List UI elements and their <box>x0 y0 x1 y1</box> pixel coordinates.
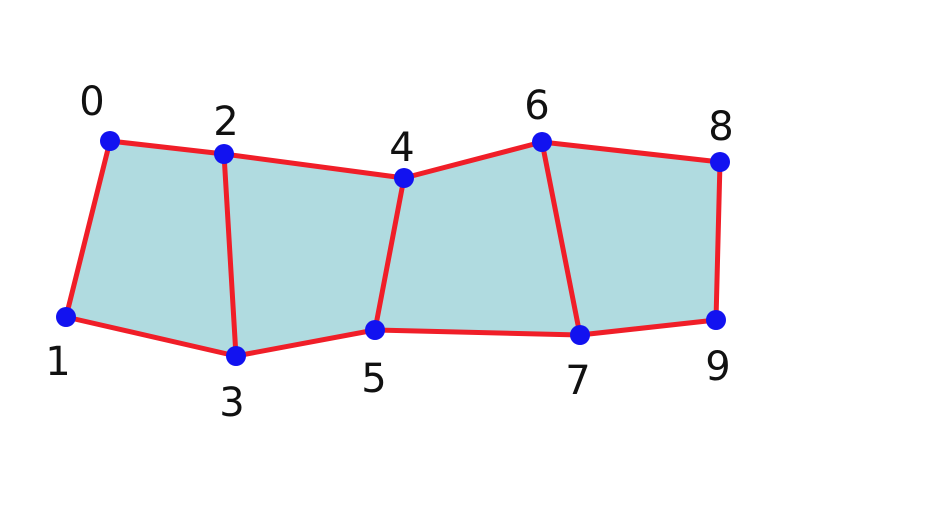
quad-face-4-6-7-5 <box>375 142 580 335</box>
edge-6-8 <box>539 139 723 165</box>
vertex-labels: 0 1 2 3 4 5 6 7 8 9 <box>45 79 733 426</box>
quad-face-2-4-5-3 <box>224 154 404 356</box>
vertex-label-3: 3 <box>219 380 244 426</box>
quad-face-6-8-9-7 <box>542 142 720 335</box>
quad-edges <box>63 138 723 359</box>
edge-5-7 <box>372 327 583 338</box>
vertex-label-8: 8 <box>708 104 733 150</box>
edge-2-3 <box>221 151 239 359</box>
edge-4-6 <box>401 139 545 181</box>
vertex-label-4: 4 <box>389 125 414 171</box>
edge-1-3 <box>63 314 239 359</box>
vertex-label-6: 6 <box>524 83 549 129</box>
edge-4-5 <box>372 175 407 333</box>
vertex-5 <box>365 320 385 340</box>
edge-8-9 <box>713 159 723 323</box>
vertex-label-0: 0 <box>79 79 104 125</box>
vertex-label-5: 5 <box>361 356 386 402</box>
vertex-points <box>56 131 730 366</box>
edge-2-4 <box>221 151 407 181</box>
vertex-label-1: 1 <box>45 339 70 385</box>
vertex-3 <box>226 346 246 366</box>
vertex-1 <box>56 307 76 327</box>
vertex-9 <box>706 310 726 330</box>
vertex-8 <box>710 152 730 172</box>
edge-7-9 <box>577 317 719 338</box>
vertex-0 <box>100 131 120 151</box>
edge-0-1 <box>63 138 113 320</box>
vertex-2 <box>214 144 234 164</box>
vertex-6 <box>532 132 552 152</box>
vertex-7 <box>570 325 590 345</box>
edge-6-7 <box>539 139 583 338</box>
vertex-4 <box>394 168 414 188</box>
edge-3-5 <box>233 327 378 359</box>
vertex-label-9: 9 <box>705 344 730 390</box>
vertex-label-2: 2 <box>213 99 238 145</box>
quad-face-0-2-3-1 <box>66 141 236 356</box>
vertex-label-7: 7 <box>565 358 590 404</box>
edge-0-2 <box>107 138 227 157</box>
quad-faces <box>66 141 720 356</box>
